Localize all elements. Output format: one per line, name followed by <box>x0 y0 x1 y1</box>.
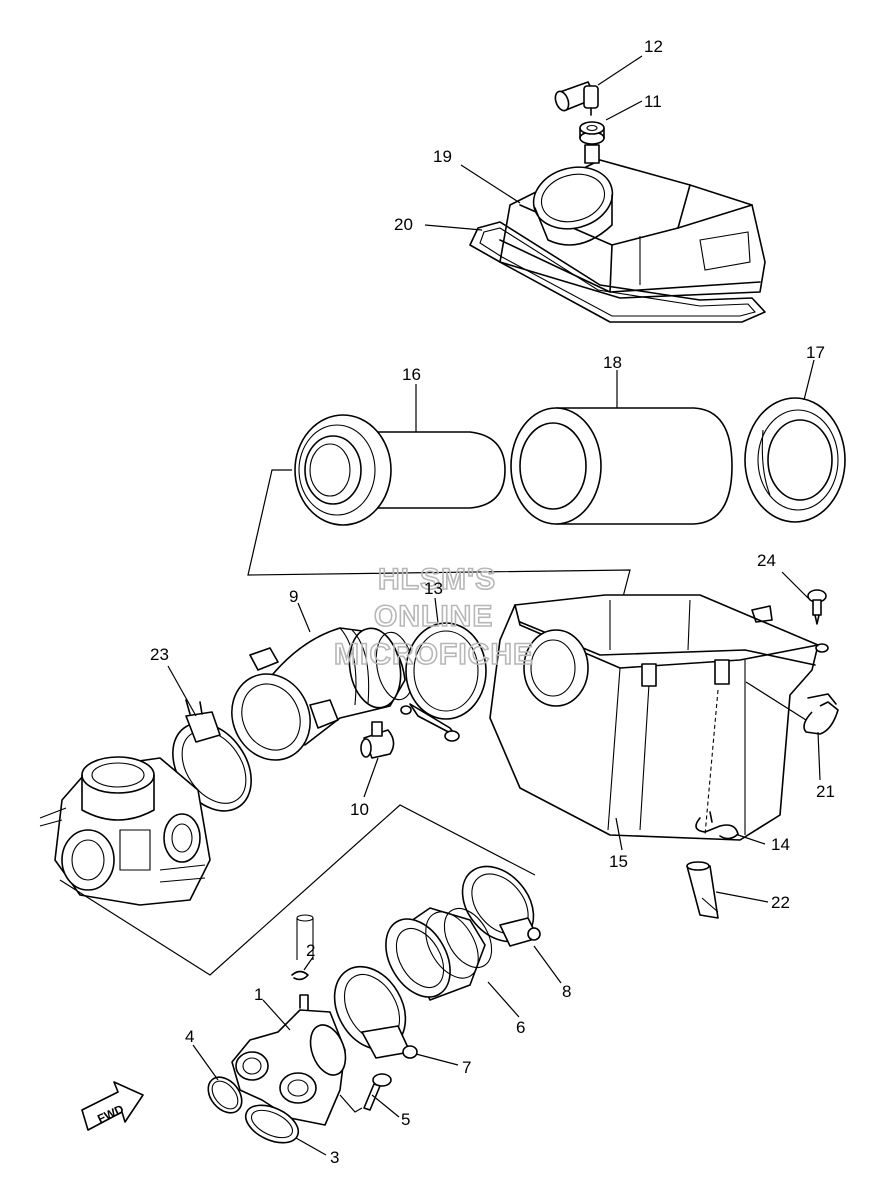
callout-18[interactable]: 18 <box>603 353 622 372</box>
part-2-clip[interactable] <box>291 914 314 981</box>
part-8-band-clamp[interactable] <box>448 853 548 956</box>
part-12-elbow-joint[interactable] <box>553 81 599 116</box>
part-17-ring[interactable] <box>744 397 846 523</box>
callout-19[interactable]: 19 <box>433 147 452 166</box>
part-3-gasket[interactable] <box>240 1098 304 1151</box>
callout-20[interactable]: 20 <box>394 215 413 234</box>
callout-numbers: 12 11 19 20 16 18 17 24 9 13 23 21 10 15… <box>150 37 835 1167</box>
part-24-bolt[interactable] <box>807 589 829 653</box>
watermark-line-2: ONLINE <box>374 600 493 633</box>
part-9-intake-joint[interactable] <box>218 624 419 773</box>
callout-14[interactable]: 14 <box>771 835 790 854</box>
part-6-intake-boot[interactable] <box>373 900 502 1008</box>
callout-16[interactable]: 16 <box>402 365 421 384</box>
watermark-line-1: HLSM'S <box>378 563 496 596</box>
part-5-bolt[interactable] <box>363 1073 392 1111</box>
part-13-hose-clamp[interactable] <box>400 622 487 742</box>
part-10-elbow-fitting[interactable] <box>360 721 395 759</box>
callout-23[interactable]: 23 <box>150 645 169 664</box>
part-18-filter-element[interactable] <box>510 407 733 525</box>
callout-15[interactable]: 15 <box>609 852 628 871</box>
callout-11[interactable]: 11 <box>644 92 662 111</box>
callout-7[interactable]: 7 <box>462 1058 471 1077</box>
callout-10[interactable]: 10 <box>350 800 369 819</box>
part-21-clip[interactable] <box>803 693 839 735</box>
callout-8[interactable]: 8 <box>562 982 571 1001</box>
callout-6[interactable]: 6 <box>516 1018 525 1037</box>
callout-17[interactable]: 17 <box>806 343 825 362</box>
part-22-tube[interactable] <box>686 861 719 919</box>
callout-22[interactable]: 22 <box>771 893 790 912</box>
callout-21[interactable]: 21 <box>816 782 835 801</box>
callout-24[interactable]: 24 <box>757 551 776 570</box>
callout-12[interactable]: 12 <box>644 37 663 56</box>
part-16-element-frame[interactable] <box>294 414 506 526</box>
callout-4[interactable]: 4 <box>185 1027 194 1046</box>
part-19-air-box-cover[interactable] <box>499 144 766 299</box>
watermark-line-3: MICROFICHE <box>334 638 534 671</box>
callout-2[interactable]: 2 <box>306 941 315 960</box>
fwd-direction-arrow: FWD <box>81 1081 144 1131</box>
part-15-air-filter-case[interactable] <box>489 594 819 841</box>
part-20-cover-gasket[interactable] <box>469 221 766 323</box>
callout-1[interactable]: 1 <box>254 985 263 1004</box>
watermark: HLSM'S ONLINE MICROFICHE <box>333 562 534 672</box>
carburetor-assembly <box>39 756 211 906</box>
part-1-intake-manifold[interactable] <box>231 994 352 1126</box>
part-14-spring-clip[interactable] <box>695 811 739 840</box>
leader-lines <box>167 55 821 1156</box>
part-7-band-clamp[interactable] <box>320 954 419 1062</box>
callout-13[interactable]: 13 <box>424 579 443 598</box>
callout-3[interactable]: 3 <box>330 1148 339 1167</box>
callout-5[interactable]: 5 <box>401 1110 410 1129</box>
part-11-grommet[interactable] <box>579 121 605 145</box>
callout-9[interactable]: 9 <box>289 587 298 606</box>
part-4-o-ring[interactable] <box>201 1071 248 1120</box>
